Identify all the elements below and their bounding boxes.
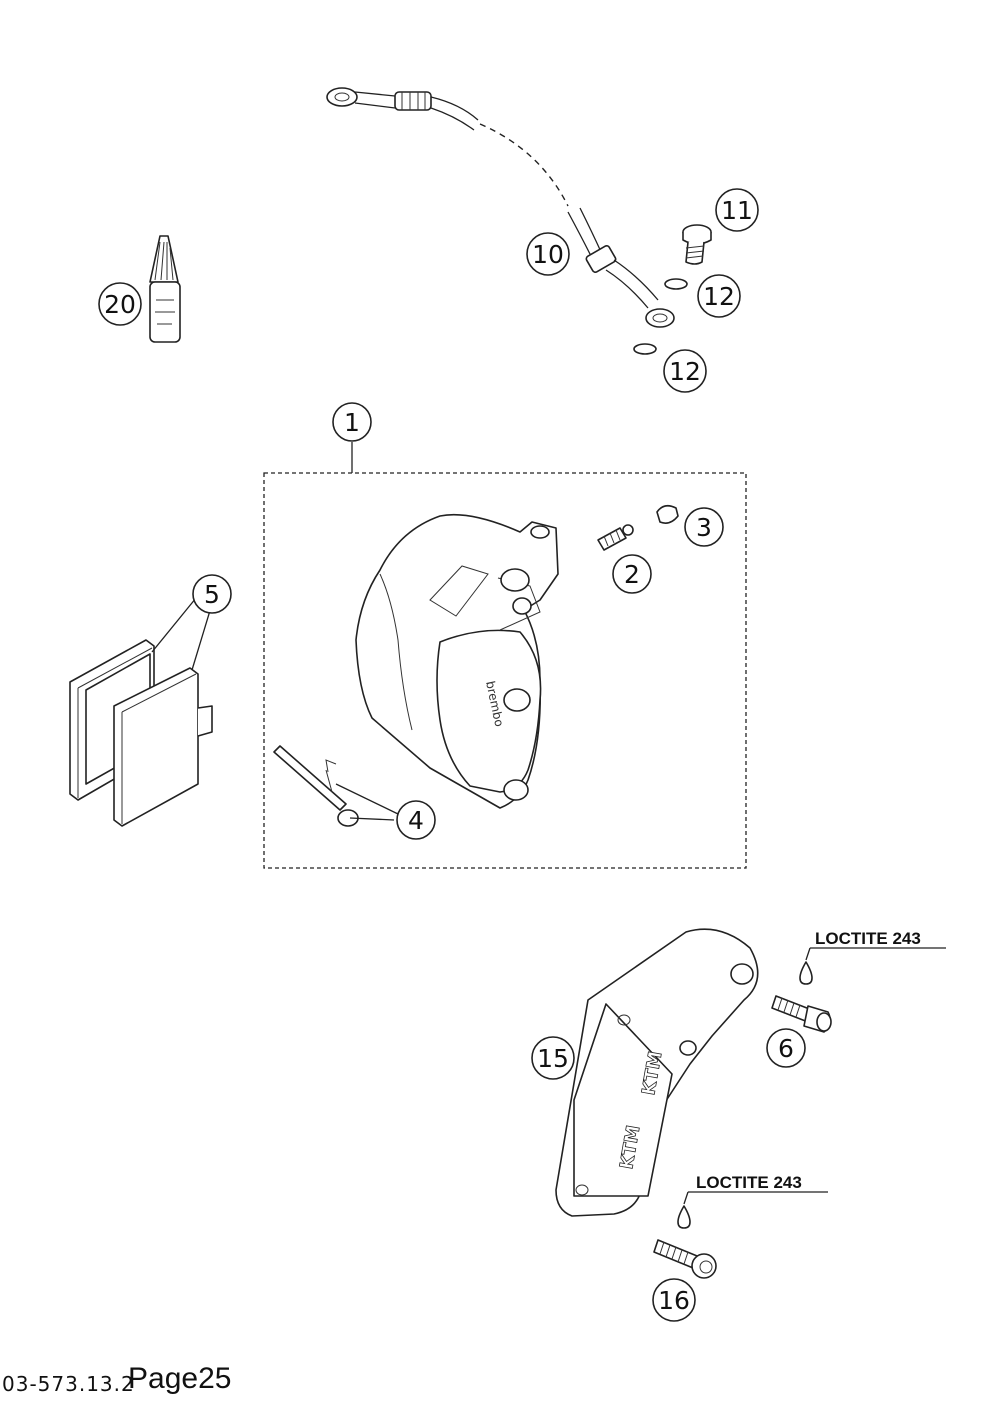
loctite-label-lower: LOCTITE 243	[696, 1173, 802, 1192]
callout-3: 3	[684, 507, 724, 547]
svg-text:15: 15	[537, 1044, 569, 1073]
svg-text:16: 16	[658, 1286, 690, 1315]
page-number: Page25	[128, 1362, 232, 1395]
svg-text:4: 4	[408, 806, 424, 835]
callout-10: 10	[526, 232, 570, 276]
callout-6: 6	[766, 1028, 806, 1068]
caliper-bracket-part-15: KTM KTM	[555, 928, 759, 1217]
callout-1: 1	[332, 402, 372, 442]
callout-20: 20	[98, 282, 142, 326]
brake-caliper-part-1: brembo	[355, 513, 559, 809]
callout-12-lower: 12	[663, 349, 707, 393]
callout-16: 16	[652, 1278, 696, 1322]
flange-bolt-part-16	[653, 1191, 828, 1279]
svg-text:6: 6	[778, 1034, 794, 1063]
washer-part-12b	[633, 343, 657, 355]
banjo-bolt-part-11	[682, 224, 712, 265]
callout-4: 4	[396, 800, 436, 840]
svg-text:5: 5	[204, 580, 220, 609]
svg-text:3: 3	[696, 513, 712, 542]
caliper-assembly-box	[263, 472, 747, 869]
loctite-drop-icon	[799, 961, 813, 985]
washer-part-12a	[664, 278, 688, 290]
pad-pin-part-4	[273, 745, 399, 827]
svg-text:12: 12	[669, 357, 701, 386]
loctite-label-upper: LOCTITE 243	[815, 929, 921, 948]
callout-5: 5	[192, 574, 232, 614]
bleeder-cap-part-3	[656, 504, 679, 524]
svg-text:1: 1	[344, 408, 360, 437]
bleeder-nipple-part-2	[597, 524, 634, 551]
brake-line-part-10	[326, 87, 675, 328]
loctite-drop-icon	[677, 1205, 691, 1229]
callout-12-upper: 12	[697, 274, 741, 318]
socket-screw-part-6	[771, 947, 946, 1033]
svg-text:2: 2	[624, 560, 640, 589]
svg-text:10: 10	[532, 240, 564, 269]
callout-11: 11	[715, 188, 759, 232]
loctite-bottle-part-20	[149, 235, 181, 343]
drawing-code: 03-573.13.2	[2, 1372, 135, 1396]
brake-pads-part-5	[69, 597, 213, 827]
callout-2: 2	[612, 554, 652, 594]
svg-text:12: 12	[703, 282, 735, 311]
svg-text:20: 20	[104, 290, 136, 319]
callout-15: 15	[531, 1036, 575, 1080]
svg-text:11: 11	[721, 196, 753, 225]
